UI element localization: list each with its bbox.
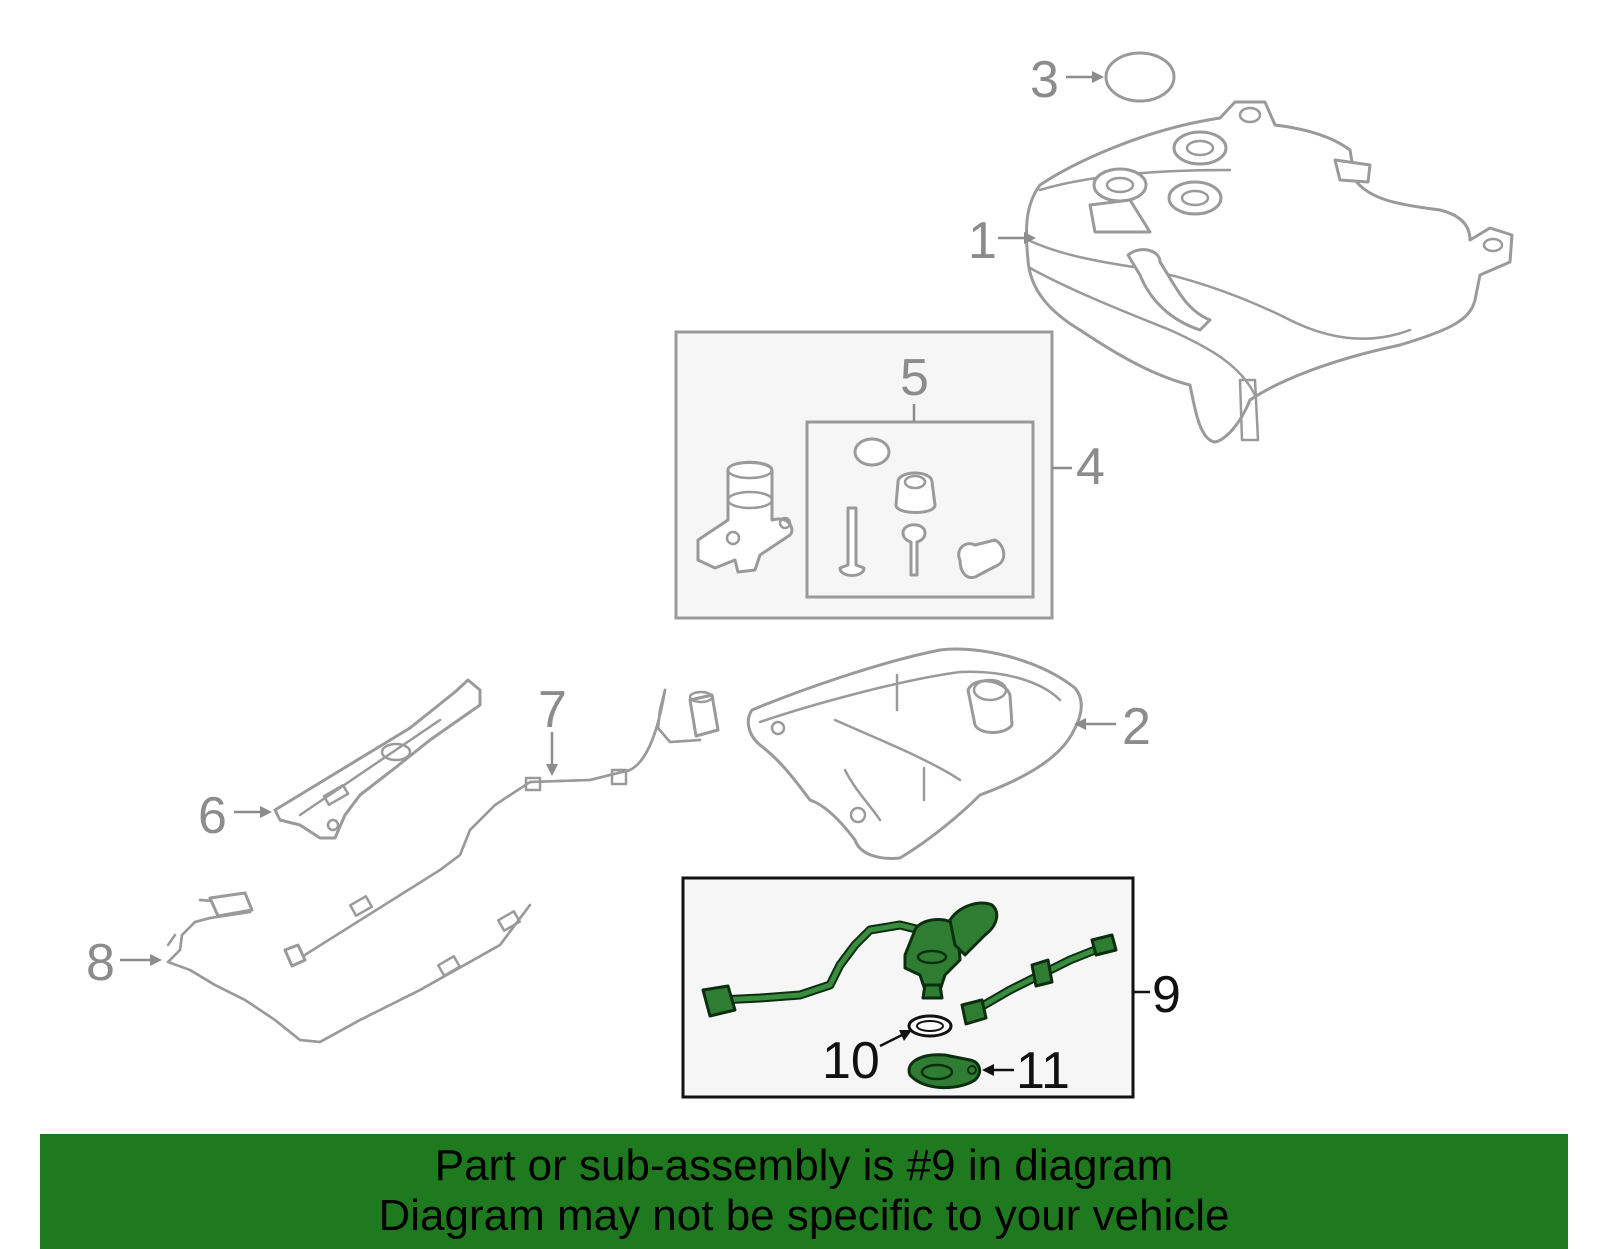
callout-2: 2	[1122, 698, 1151, 756]
leader-2-arrow	[1074, 718, 1086, 730]
callout-1: 1	[968, 212, 997, 270]
callout-5: 5	[900, 349, 929, 407]
leader-10-arrow	[899, 1030, 912, 1041]
callout-11: 11	[1016, 1042, 1070, 1100]
part-5-hardware-kit[interactable]	[838, 437, 1006, 580]
notice-banner: Part or sub-assembly is #9 in diagram Di…	[40, 1134, 1568, 1249]
callout-7: 7	[538, 681, 567, 739]
part-3-seal-ring[interactable]	[1104, 51, 1176, 103]
callout-9: 9	[1152, 966, 1181, 1024]
callout-3: 3	[1030, 51, 1059, 109]
part-4-pump-unit[interactable]	[696, 460, 794, 574]
part-8-vent-line[interactable]	[166, 891, 532, 1044]
banner-line-part-number: Part or sub-assembly is #9 in diagram	[434, 1141, 1174, 1190]
part-2-tank-shield[interactable]	[746, 647, 1083, 860]
part-10-o-ring[interactable]	[907, 1014, 953, 1038]
callout-4: 4	[1076, 438, 1105, 496]
banner-line-disclaimer: Diagram may not be specific to your vehi…	[378, 1191, 1230, 1240]
part-7-fuel-line[interactable]	[283, 688, 720, 968]
callout-8: 8	[86, 934, 115, 992]
part-9-group-box	[681, 876, 1135, 1099]
leader-6-arrow	[260, 806, 272, 818]
leader-7-arrow	[546, 764, 558, 776]
leader-8-arrow	[150, 954, 162, 966]
part-9-valve-harness-assembly[interactable]	[701, 901, 1118, 1026]
leader-1-arrow	[1024, 232, 1036, 244]
part-1-fuel-tank[interactable]	[1024, 100, 1514, 444]
part-6-bracket[interactable]	[273, 678, 482, 840]
callout-10: 10	[822, 1032, 880, 1090]
leader-3-arrow	[1092, 71, 1104, 83]
part-11-retainer-ring[interactable]	[907, 1053, 982, 1090]
callout-6: 6	[198, 787, 227, 845]
leader-11-arrow	[982, 1064, 994, 1076]
